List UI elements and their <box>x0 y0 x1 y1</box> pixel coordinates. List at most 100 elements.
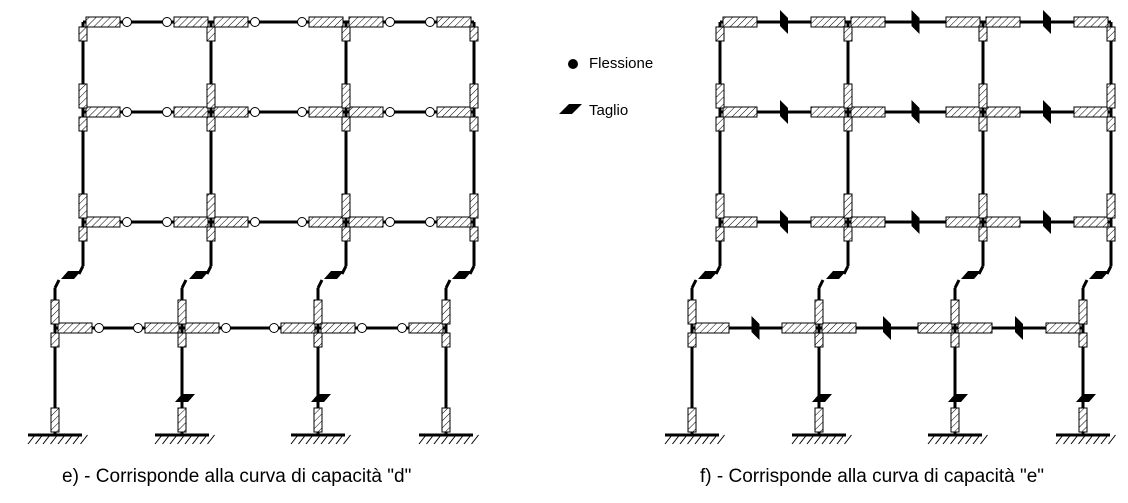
column-end-zone <box>206 116 216 132</box>
beam-end-zone <box>1045 322 1081 334</box>
ground-hatch <box>806 434 815 445</box>
shear-hinge <box>324 271 344 279</box>
ground-hatch <box>927 434 936 445</box>
flexure-hinge <box>385 217 395 227</box>
ground-hatch <box>207 434 215 445</box>
beam-end-zone <box>1073 16 1109 28</box>
ground-hatch <box>72 434 81 445</box>
ground-hatch <box>791 434 800 445</box>
ground-hatch <box>1085 434 1094 445</box>
ground-hatch <box>972 434 981 445</box>
flexure-hinge <box>357 323 367 333</box>
ground-hatch <box>27 434 36 445</box>
beam-end-zone <box>308 16 344 28</box>
flexure-hinge <box>162 217 172 227</box>
column-end-zone <box>206 26 216 42</box>
column-end-zone <box>814 332 824 348</box>
shear-legend-label: Taglio <box>589 102 629 119</box>
ground-hatch <box>1093 434 1101 445</box>
ground-hatch <box>844 434 852 445</box>
ground-hatch <box>169 434 178 445</box>
ground-hatch <box>957 434 966 445</box>
ground-hatch <box>42 434 51 445</box>
beam-end-zone <box>810 106 846 118</box>
ground-hatch <box>1055 434 1064 445</box>
flexure-hinge <box>221 323 231 333</box>
column-end-zone <box>206 193 216 219</box>
column-base-zone <box>814 407 824 433</box>
beam-end-zone <box>308 106 344 118</box>
beam-end-zone <box>173 106 209 118</box>
column-end-zone <box>78 226 88 242</box>
column-end-zone <box>1106 116 1116 132</box>
beam-end-zone <box>213 16 249 28</box>
flexure-hinge <box>385 17 395 27</box>
shear-legend-icon <box>559 104 582 114</box>
ground-hatch <box>942 434 951 445</box>
ground-hatch <box>343 434 351 445</box>
frame-e <box>27 16 479 445</box>
beam-end-zone <box>348 16 384 28</box>
shear-hinge <box>61 271 81 279</box>
flexure-hinge <box>297 107 307 117</box>
column-end-zone <box>843 226 853 242</box>
column-end-zone <box>978 116 988 132</box>
ground-hatch <box>1078 434 1086 445</box>
column-line <box>690 265 722 289</box>
column-end-zone <box>341 26 351 42</box>
column-base-zone <box>50 407 60 433</box>
beam-end-zone <box>348 216 384 228</box>
column-end-zone <box>78 193 88 219</box>
ground-hatch <box>456 434 464 445</box>
caption-left: e) - Corrisponde alla curva di capacità … <box>62 466 412 487</box>
shear-hinge <box>189 271 209 279</box>
ground-hatch <box>1108 434 1116 445</box>
column-end-zone <box>341 116 351 132</box>
shear-hinge <box>911 100 920 124</box>
column-end-zone <box>978 26 988 42</box>
column-end-zone <box>1106 26 1116 42</box>
flexure-hinge <box>250 217 260 227</box>
beam-end-zone <box>320 322 356 334</box>
shear-hinge <box>1076 394 1096 402</box>
beam-end-zone <box>722 216 758 228</box>
column-end-zone <box>469 83 479 109</box>
beam-end-zone <box>144 322 180 334</box>
shear-hinge <box>961 271 981 279</box>
shear-hinge <box>883 316 891 340</box>
shear-hinge <box>175 394 195 402</box>
shear-hinge <box>698 271 718 279</box>
beam-end-zone <box>85 16 121 28</box>
column-base-zone <box>687 407 697 433</box>
flexure-hinge <box>250 107 260 117</box>
ground-hatch <box>313 434 321 445</box>
column-end-zone <box>687 332 697 348</box>
ground-hatch <box>1070 434 1079 445</box>
shear-hinge <box>826 271 846 279</box>
column-end-zone <box>177 332 187 348</box>
beam-end-zone <box>85 216 121 228</box>
column-end-zone <box>978 226 988 242</box>
beam-end-zone <box>173 16 209 28</box>
column-line <box>316 265 348 289</box>
column-end-zone <box>715 26 725 42</box>
column-end-zone <box>50 299 60 325</box>
shear-hinge <box>1089 271 1109 279</box>
flexure-hinge <box>122 107 132 117</box>
column-line <box>180 265 213 289</box>
beam-end-zone <box>184 322 220 334</box>
beam-end-zone <box>810 16 846 28</box>
column-end-zone <box>715 193 725 219</box>
column-end-zone <box>978 83 988 109</box>
beam-end-zone <box>810 216 846 228</box>
column-end-zone <box>715 116 725 132</box>
shear-hinge <box>911 10 920 34</box>
beam-end-zone <box>1073 216 1109 228</box>
beam-end-zone <box>213 106 249 118</box>
ground-hatch <box>980 434 988 445</box>
shear-hinge <box>812 394 832 402</box>
column-end-zone <box>78 83 88 109</box>
column-end-zone <box>843 193 853 219</box>
flexure-hinge <box>425 107 435 117</box>
shear-hinge <box>780 10 788 34</box>
